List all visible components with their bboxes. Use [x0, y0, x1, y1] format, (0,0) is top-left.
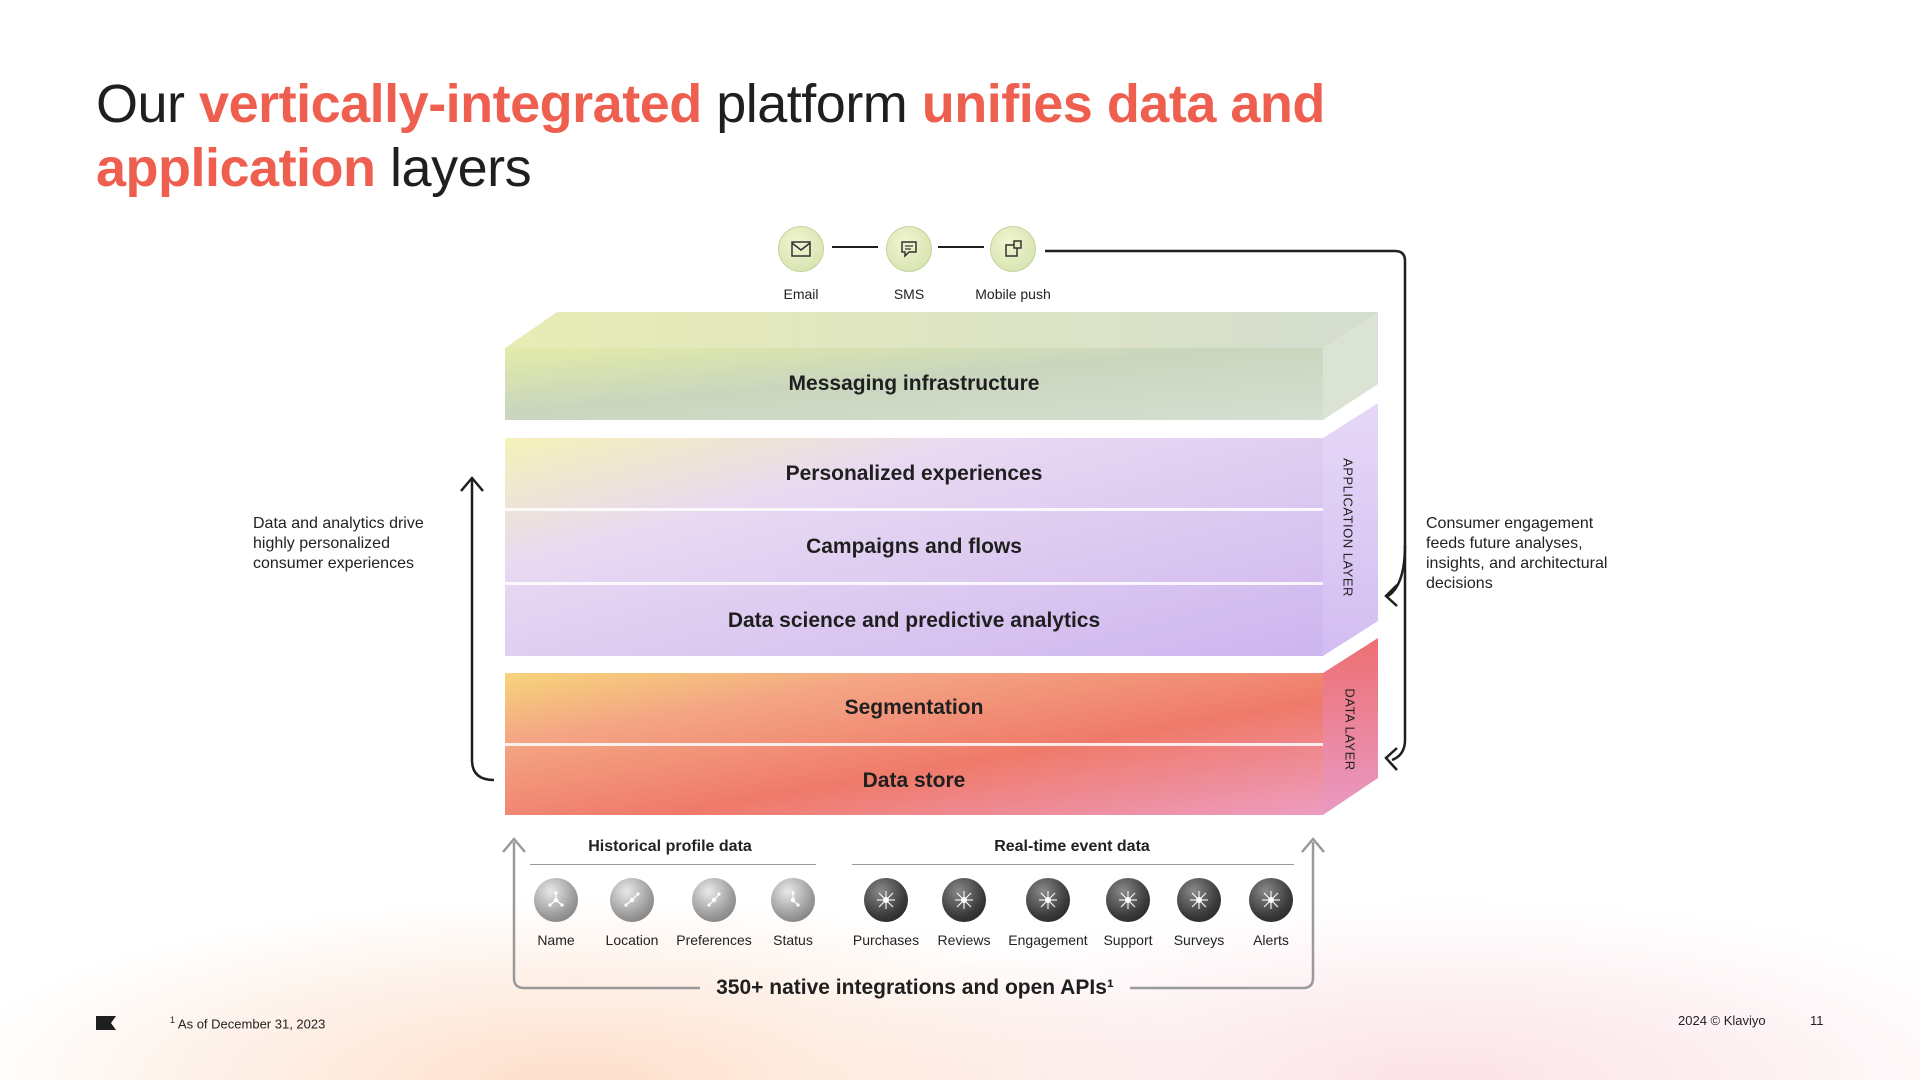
hub-node-icon — [1249, 878, 1293, 922]
hub-node-icon — [1026, 878, 1070, 922]
channel-sms: SMS — [849, 226, 969, 302]
source-preferences: Preferences — [664, 878, 764, 948]
layer-segmentation: Segmentation — [844, 696, 984, 719]
messaging-side-face — [1323, 312, 1378, 420]
channel-email: Email — [741, 226, 861, 302]
source-reviews: Reviews — [914, 878, 1014, 948]
layer-data-science: Data science and predictive analytics — [727, 608, 1101, 632]
chat-icon — [886, 226, 932, 272]
data-node-icon — [534, 878, 578, 922]
source-engagement: Engagement — [998, 878, 1098, 948]
title-highlight-2: unifies data and application — [96, 74, 1325, 198]
realtime-rule — [852, 864, 1294, 865]
source-status: Status — [743, 878, 843, 948]
data-node-icon — [692, 878, 736, 922]
mail-icon — [778, 226, 824, 272]
channel-label: SMS — [893, 286, 925, 302]
left-note: Data and analytics drive highly personal… — [253, 515, 424, 572]
integrations-label: 350+ native integrations and open APIs¹ — [716, 976, 1114, 999]
data-node-icon — [771, 878, 815, 922]
layer-data-store: Data store — [862, 768, 966, 792]
data-node-icon — [610, 878, 654, 922]
realtime-event-heading: Real-time event data — [994, 838, 1150, 855]
hub-node-icon — [1177, 878, 1221, 922]
layer-personalized-experiences: Personalized experiences — [785, 462, 1043, 485]
historical-rule — [530, 864, 816, 865]
layer-divider — [505, 582, 1323, 585]
connector-line — [832, 246, 878, 248]
push-notification-icon — [990, 226, 1036, 272]
page-title: Our vertically-integrated platform unifi… — [96, 74, 1325, 198]
application-layer-label: APPLICATION LAYER — [1340, 458, 1356, 597]
footnote: 1 As of December 31, 2023 — [170, 1015, 326, 1032]
layer-divider — [505, 508, 1323, 511]
source-location: Location — [582, 878, 682, 948]
data-layer-label: DATA LAYER — [1342, 688, 1358, 771]
copyright: 2024 © Klaviyo — [1678, 1013, 1766, 1028]
source-name: Name — [506, 878, 606, 948]
source-support: Support — [1078, 878, 1178, 948]
channel-label: Mobile push — [975, 286, 1051, 302]
hub-node-icon — [864, 878, 908, 922]
messaging-top-face — [505, 312, 1378, 348]
layer-campaigns-and-flows: Campaigns and flows — [806, 535, 1022, 558]
hub-node-icon — [1106, 878, 1150, 922]
layer-divider — [505, 743, 1323, 746]
hub-node-icon — [942, 878, 986, 922]
layer-messaging-infrastructure: Messaging infrastructure — [788, 372, 1040, 395]
source-alerts: Alerts — [1221, 878, 1321, 948]
title-highlight-1: vertically-integrated — [199, 74, 702, 134]
klaviyo-flag-logo — [96, 1016, 116, 1035]
connector-line — [938, 246, 984, 248]
historical-profile-heading: Historical profile data — [588, 838, 752, 855]
channel-label: Email — [783, 286, 819, 302]
page-number: 11 — [1810, 1013, 1824, 1028]
source-purchases: Purchases — [836, 878, 936, 948]
channel-mobile-push: Mobile push — [953, 226, 1073, 302]
right-note: Consumer engagement feeds future analyse… — [1426, 515, 1608, 592]
source-surveys: Surveys — [1149, 878, 1249, 948]
